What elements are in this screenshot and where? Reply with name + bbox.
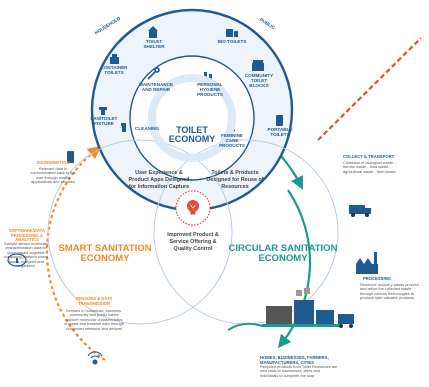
- buildings-icon: [227, 288, 354, 331]
- smart-economy-circle: [47, 139, 233, 325]
- factory-icon: [356, 252, 378, 274]
- spray-bottle-icon: [121, 123, 126, 132]
- truck-icon: [349, 205, 371, 217]
- toilets-products-text: Toilets & Products Designed for Reuse of…: [206, 170, 264, 190]
- toilet-economy-title: TOILET ECONOMY: [168, 125, 216, 145]
- phone-icon: [67, 151, 74, 163]
- homes-desc: Recycled products from Toilet Resources …: [260, 364, 338, 378]
- sensors-title: SENSORS & DATA TRANSMISSION: [75, 296, 113, 306]
- container-toilets-label: CONTAINER TOILETS: [100, 65, 128, 75]
- cleaning-label: CLEANING: [135, 126, 159, 131]
- wrench-icon: [147, 67, 160, 80]
- sensors-desc: Sensors in household, business, communit…: [64, 308, 124, 331]
- hygiene-products-label: PERSONAL HYGIENE PRODUCTS: [197, 82, 223, 97]
- circular-economy-title: CIRCULAR SANITATION ECONOMY: [228, 243, 338, 264]
- cloud-icon: [7, 253, 27, 267]
- collect-transport-desc: Collection of biological waste: - human …: [343, 160, 397, 174]
- software-title: SOFTWARE/DATA PROCESSING & ANALYTICS: [9, 228, 45, 243]
- toilet-shelter-label: TOILET SHELTER: [143, 39, 165, 49]
- household-arc: [119, 11, 177, 43]
- pan-toilet-icon: [99, 107, 107, 115]
- collect-transport-title: COLLECT & TRANSPORT: [343, 154, 395, 159]
- processing-desc: Resource recovery plants process and ref…: [360, 282, 419, 301]
- public-arc: [213, 11, 263, 41]
- maintenance-label: MAINTENANCE AND REPAIR: [139, 82, 173, 92]
- processing-title: PROCESSING: [363, 276, 391, 281]
- feminine-care-label: FEMININE CARE PRODUCTS: [219, 133, 245, 148]
- software-desc: Sample sensor molecular characterization…: [3, 241, 49, 269]
- container-toilet-icon: [110, 54, 119, 64]
- red-dashed-line: [317, 37, 422, 141]
- smart-loop-arrow: [45, 145, 106, 361]
- community-toilet-blocks-label: COMMUNITY TOILET BLOCKS: [244, 73, 274, 88]
- portable-toilets-label: PORTABLE TOILETS: [267, 127, 293, 137]
- wifi-icon: [87, 351, 103, 365]
- lightbulb-icon: [187, 200, 199, 215]
- homes-title: HOMES, BUSINESSES, FARMERS, MANUFACTURER…: [260, 355, 329, 365]
- user-experience-text: User Experience & Product Apps Designed …: [128, 170, 190, 190]
- dissemination-desc: Relevant data is communicated back to th…: [30, 166, 76, 185]
- inner-ring-band: [148, 74, 236, 162]
- hygiene-products-icon: [204, 72, 212, 79]
- portable-toilet-icon: [276, 115, 283, 126]
- bio-toilet-icon: [226, 29, 238, 37]
- pan-toilet-fixture-label: PAN/TOILET FIXTURE: [90, 116, 118, 126]
- improved-service-text: Improved Product & Service Offering & Qu…: [167, 232, 219, 252]
- dissemination-title: DISSEMINATION: [36, 160, 70, 165]
- bio-toilets-label: BIO TOILETS: [217, 39, 247, 44]
- toilet-shelter-icon: [148, 26, 158, 38]
- smart-economy-title: SMART SANITATION ECONOMY: [58, 243, 152, 264]
- community-toilet-icon: [252, 60, 264, 71]
